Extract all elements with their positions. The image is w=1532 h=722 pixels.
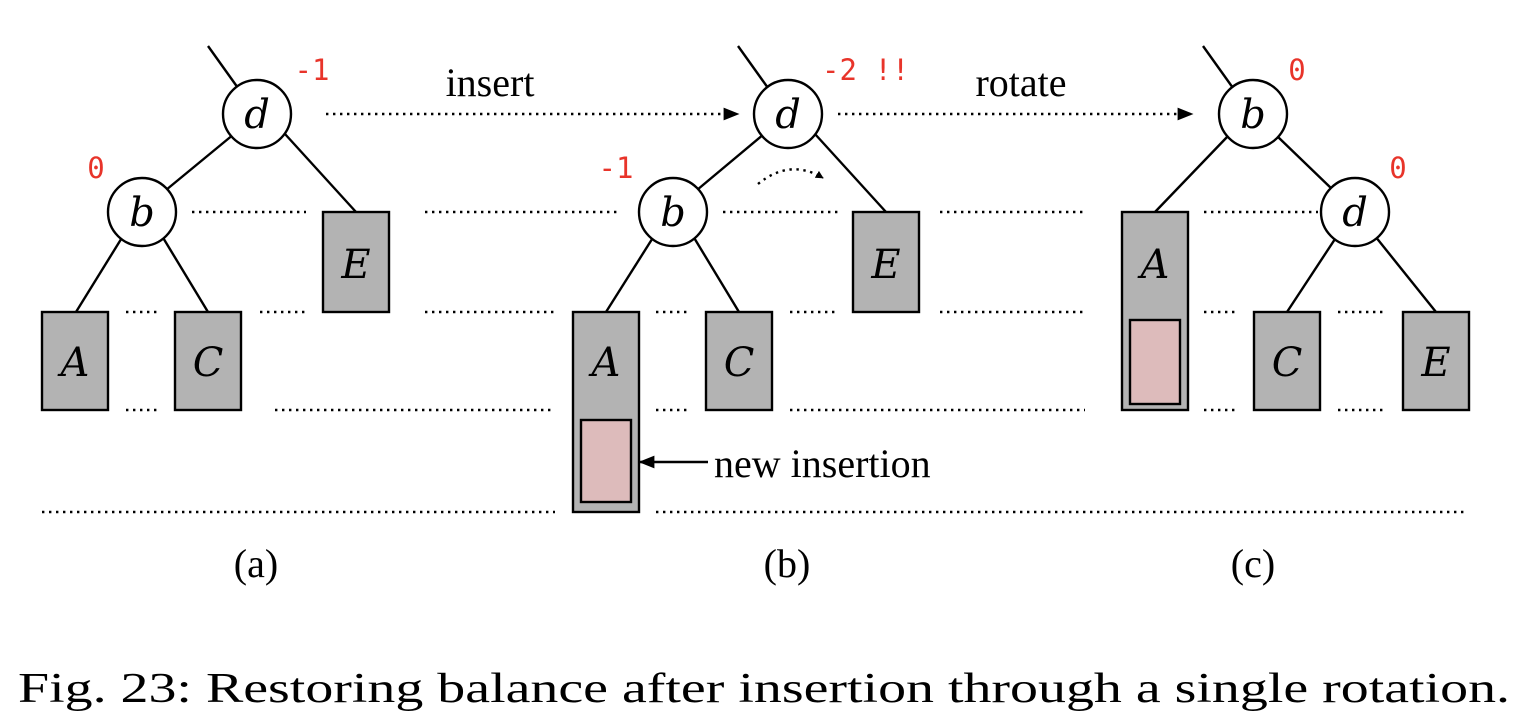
subtree-a-label: A xyxy=(588,340,621,386)
new-insertion-box xyxy=(1128,318,1182,406)
panel-a-label: (a) xyxy=(234,541,278,586)
balance-factor-b: 0 xyxy=(87,151,104,185)
balance-factor-b: -1 xyxy=(599,151,634,185)
subtree-e-label: E xyxy=(1420,340,1450,386)
node-b-label: b xyxy=(129,190,155,236)
subtree-e xyxy=(851,210,921,314)
node-d xyxy=(1319,176,1391,248)
panel-c: b 0 d 0 A C E xyxy=(1120,45,1471,412)
subtree-c-label: C xyxy=(724,340,755,386)
balance-factor-d: -2 !! xyxy=(822,53,909,87)
node-d-label: d xyxy=(775,92,801,138)
subtree-e-label: E xyxy=(870,242,900,288)
tree-edge xyxy=(1285,235,1339,313)
rotation-direction-arrow xyxy=(757,168,824,185)
node-d xyxy=(221,78,293,150)
node-b xyxy=(637,176,709,248)
balance-factor-d: 0 xyxy=(1389,151,1406,185)
parent-edge xyxy=(737,45,769,89)
subtree-a xyxy=(40,310,110,412)
subtree-c xyxy=(173,310,243,412)
tree-edge xyxy=(1154,135,1229,213)
tree-edge xyxy=(284,133,357,213)
insert-label: insert xyxy=(446,60,535,105)
subtree-c xyxy=(1252,310,1322,412)
balance-factor-d: -1 xyxy=(295,53,330,87)
tree-edge xyxy=(814,133,887,213)
figure-caption: Fig. 23: Restoring balance after inserti… xyxy=(18,666,1510,712)
rotate-label: rotate xyxy=(975,60,1066,105)
parent-edge xyxy=(207,45,239,89)
panel-b: d -2 !! b -1 A C E new insertion xyxy=(571,45,931,514)
node-b xyxy=(106,176,178,248)
subtree-c-label: C xyxy=(193,340,224,386)
subtree-a-label: A xyxy=(1137,242,1170,288)
panel-b-label: (b) xyxy=(764,541,811,586)
panel-a: d -1 b 0 A C E xyxy=(40,45,391,412)
tree-edge xyxy=(691,235,741,313)
node-d xyxy=(752,78,824,150)
tree-edge xyxy=(604,235,656,313)
subtree-c xyxy=(704,310,774,412)
tree-edge xyxy=(160,235,210,313)
tree-edge xyxy=(1374,235,1437,313)
node-b-label: b xyxy=(1240,92,1266,138)
panel-c-label: (c) xyxy=(1231,541,1275,586)
subtree-e-label: E xyxy=(340,242,370,288)
node-b-label: b xyxy=(660,190,686,236)
node-d-label: d xyxy=(244,92,270,138)
subtree-a-label: A xyxy=(57,340,90,386)
subtree-e xyxy=(321,210,391,314)
node-d-label: d xyxy=(1342,190,1368,236)
balance-factor-b: 0 xyxy=(1288,53,1305,87)
new-insertion-label: new insertion xyxy=(714,441,931,486)
parent-edge xyxy=(1202,45,1234,89)
subtree-c-label: C xyxy=(1272,340,1303,386)
level-guides xyxy=(42,210,1468,514)
tree-edge xyxy=(74,235,125,313)
operation-arrows: insert rotate xyxy=(326,60,1194,121)
tree-edge xyxy=(1276,135,1334,191)
tree-edge xyxy=(165,133,235,191)
node-b xyxy=(1217,78,1289,150)
subtree-e xyxy=(1401,310,1471,412)
tree-edge xyxy=(696,133,765,191)
new-insertion-box xyxy=(579,418,633,504)
